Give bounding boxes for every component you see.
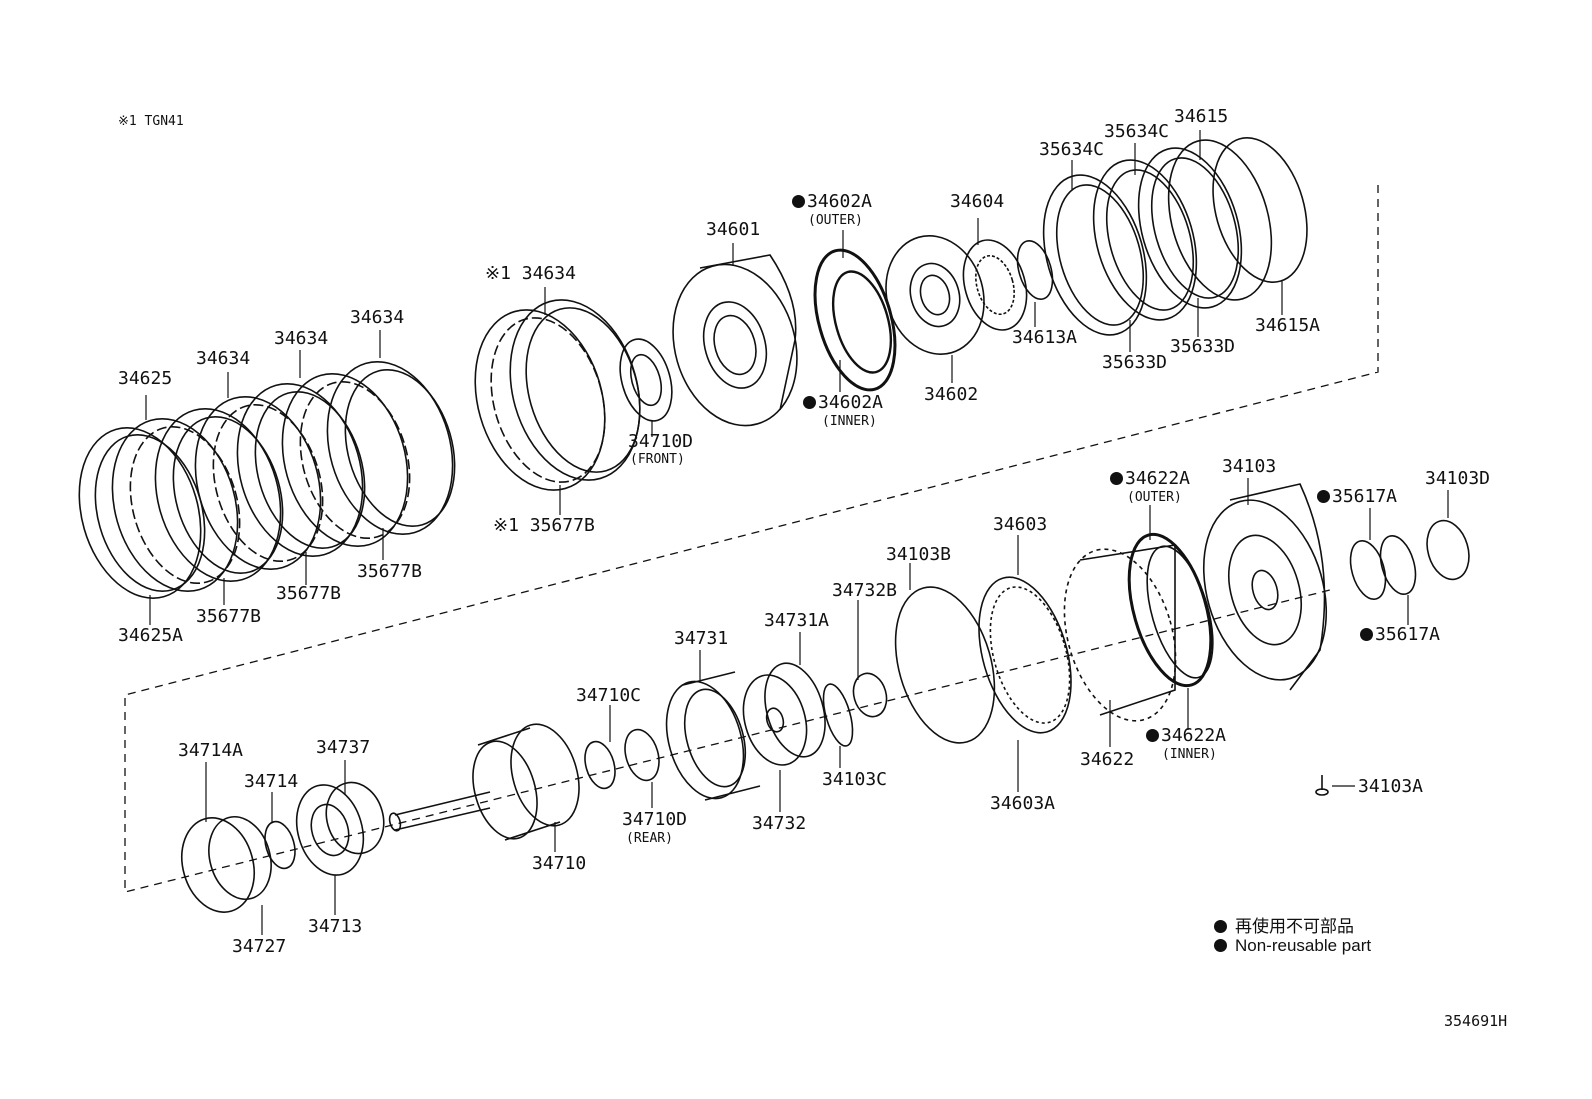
part-label-34732: 34732 <box>752 813 807 834</box>
part-label-34103b: 34103B <box>886 544 952 565</box>
ring-34103c <box>822 683 854 747</box>
part-label-34731a: 34731A <box>764 610 830 631</box>
part-label-34625: 34625 <box>118 368 173 389</box>
part-label-34602a-inner: 34602A <box>803 394 883 412</box>
part-label-34103d: 34103D <box>1425 468 1491 489</box>
part-sub-34710d-rear: (REAR) <box>626 831 673 846</box>
part-label-34634-d: ※1 34634 <box>485 263 576 284</box>
part-label-34604: 34604 <box>950 191 1005 212</box>
non-reusable-dot <box>1360 628 1373 641</box>
ring-gear-34731 <box>665 671 761 801</box>
part-label-34103: 34103 <box>1222 456 1277 477</box>
band-34103b <box>894 586 996 744</box>
part-label-35617a-b: 35617A <box>1360 626 1440 644</box>
part-label-34727: 34727 <box>232 936 287 957</box>
part-label-34714a: 34714A <box>178 740 244 761</box>
part-label-35633d-a: 35633D <box>1102 352 1168 373</box>
washer-34103d <box>1426 519 1470 581</box>
part-sub-34602a-inner: (INNER) <box>822 414 877 429</box>
non-reusable-dot <box>1317 490 1330 503</box>
part-label-34103a: 34103A <box>1358 776 1424 797</box>
drawing-code: 354691H <box>1444 1012 1508 1030</box>
part-label-34603a: 34603A <box>990 793 1056 814</box>
clutch-pack-center <box>474 299 641 491</box>
part-label-34710d-front: 34710D <box>628 431 694 452</box>
part-label-34710d-rear: 34710D <box>622 809 688 830</box>
part-sub-34710d-front: (FRONT) <box>630 452 685 467</box>
legend-dot-icon <box>1214 920 1227 933</box>
part-label-34714: 34714 <box>244 771 299 792</box>
piston-34602 <box>885 235 985 355</box>
part-label-35634c-b: 35634C <box>1104 121 1170 142</box>
non-reusable-dot <box>1146 729 1159 742</box>
non-reusable-dot <box>1110 472 1123 485</box>
carrier-34710 <box>472 723 580 841</box>
hub-34603 <box>978 576 1072 734</box>
part-label-35677b-d: ※1 35677B <box>493 515 595 536</box>
part-label-34634-b: 34634 <box>274 328 329 349</box>
legend-en: Non-reusable part <box>1214 936 1371 956</box>
leader-lines <box>145 130 1449 935</box>
model-note: ※1 TGN41 <box>118 114 184 129</box>
part-label-35633d-b: 35633D <box>1170 336 1236 357</box>
part-label-34613a: 34613A <box>1012 327 1078 348</box>
part-label-34732b: 34732B <box>832 580 898 601</box>
bearing-34710d-rear <box>624 728 660 782</box>
clutch-pack-right <box>1042 137 1308 336</box>
part-sub-34622a-outer: (OUTER) <box>1127 490 1182 505</box>
case-34103 <box>1202 483 1328 691</box>
part-label-34615: 34615 <box>1174 106 1229 127</box>
washer-34710c <box>584 740 616 790</box>
part-label-34731: 34731 <box>674 628 729 649</box>
part-label-35617a-a: 35617A <box>1317 488 1397 506</box>
seal-34622a-outer <box>1127 532 1213 688</box>
washer-34732b <box>852 672 888 718</box>
bearing-34710d-front <box>619 338 673 422</box>
output-shaft <box>388 791 491 832</box>
part-sub-34602a-outer: (OUTER) <box>808 213 863 228</box>
bearing-34714 <box>264 820 296 870</box>
part-label-34634-c: 34634 <box>350 307 405 328</box>
part-label-34710c: 34710C <box>576 685 642 706</box>
seal-35617a-a <box>1349 540 1387 600</box>
part-label-34634-a: 34634 <box>196 348 251 369</box>
part-label-34737: 34737 <box>316 737 371 758</box>
part-label-35677b-a: 35677B <box>196 606 262 627</box>
clutch-pack-left <box>78 361 456 599</box>
part-label-34625a: 34625A <box>118 625 184 646</box>
part-label-34622a-outer: 34622A <box>1110 470 1190 488</box>
part-label-34710: 34710 <box>532 853 587 874</box>
part-label-34622: 34622 <box>1080 749 1135 770</box>
legend-jp: 再使用不可部品 <box>1214 912 1354 937</box>
part-label-34603: 34603 <box>993 514 1048 535</box>
sun-gear-34732 <box>742 662 826 766</box>
housing-34622 <box>1063 544 1177 722</box>
dashed-boundary <box>124 185 1379 893</box>
part-label-35677b-b: 35677B <box>276 583 342 604</box>
part-label-34601: 34601 <box>706 219 761 240</box>
seal-35617a-b <box>1379 535 1417 595</box>
non-reusable-dot <box>792 195 805 208</box>
legend-dot-icon <box>1214 939 1227 952</box>
seal-34622a-inner <box>1146 545 1214 679</box>
spring-retainer-34604 <box>962 239 1028 331</box>
part-label-34713: 34713 <box>308 916 363 937</box>
part-label-35677b-c: 35677B <box>357 561 423 582</box>
bolt-34103a <box>1315 775 1329 796</box>
part-label-34622a-inner: 34622A <box>1146 727 1226 745</box>
part-label-34602: 34602 <box>924 384 979 405</box>
rings-34714a-34727 <box>181 815 272 913</box>
non-reusable-dot <box>803 396 816 409</box>
part-label-34103c: 34103C <box>822 769 888 790</box>
snap-ring-34613a <box>1016 240 1054 300</box>
drum-34601 <box>672 254 798 427</box>
part-label-34615a: 34615A <box>1255 315 1321 336</box>
part-sub-34622a-inner: (INNER) <box>1162 747 1217 762</box>
part-label-34602a-outer: 34602A <box>792 193 872 211</box>
part-label-35634c-a: 35634C <box>1039 139 1105 160</box>
seal-34602a-inner <box>831 270 893 374</box>
